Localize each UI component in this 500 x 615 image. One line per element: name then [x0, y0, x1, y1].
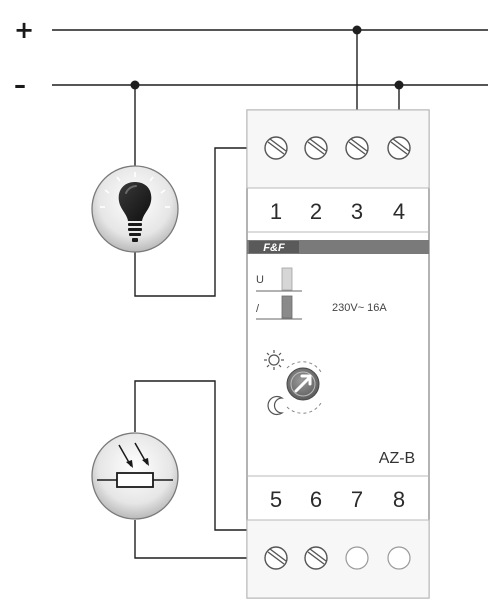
indicator-u-label: U — [256, 274, 264, 286]
relay-device-body — [246, 109, 430, 599]
terminal-label-8: 8 — [393, 487, 405, 512]
terminal-label-1: 1 — [270, 199, 282, 224]
terminal-screw-5 — [264, 546, 288, 570]
model-name: AZ-B — [379, 450, 415, 467]
brand-logo-box — [249, 241, 299, 253]
wire-lamp-to-terminal1 — [134, 147, 276, 297]
terminal-screw-4 — [387, 136, 411, 160]
adjust-knob-icon[interactable] — [286, 361, 322, 414]
brand-logo: F&F — [263, 242, 285, 254]
light-bulb-icon — [91, 165, 179, 253]
photoresistor-icon — [91, 432, 179, 520]
moon-icon — [267, 395, 284, 416]
terminal-label-7: 7 — [351, 487, 363, 512]
terminal-label-4: 4 — [393, 199, 405, 224]
terminal-label-5: 5 — [270, 487, 282, 512]
plus-rail-label: + — [14, 16, 34, 44]
power-indicator-led — [281, 267, 293, 291]
terminal-screw-6 — [304, 546, 328, 570]
terminal-screw-2 — [304, 136, 328, 160]
terminal-empty-7 — [345, 546, 369, 570]
terminal-label-6: 6 — [310, 487, 322, 512]
sun-icon — [264, 350, 284, 370]
terminal-screw-1 — [264, 136, 288, 160]
relay-indicator-led — [281, 295, 293, 319]
wire-sensor-to-terminal5 — [134, 520, 270, 559]
minus-rail-label: – — [14, 71, 26, 99]
terminal-label-3: 3 — [351, 199, 363, 224]
indicator-relay-label: / — [256, 303, 260, 315]
terminal-screw-3 — [345, 136, 369, 160]
terminal-empty-8 — [387, 546, 411, 570]
terminal-label-2: 2 — [310, 199, 322, 224]
rating-text: 230V~ 16A — [332, 302, 387, 314]
